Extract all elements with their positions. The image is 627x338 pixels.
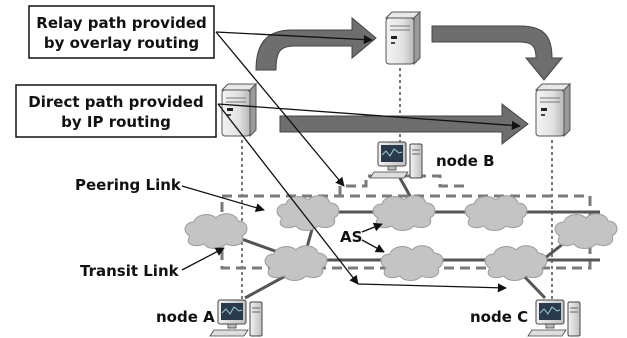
node-c-computer-icon — [527, 299, 581, 337]
node-a-label: node A — [156, 308, 215, 326]
relay-path-arrow-up — [255, 16, 377, 71]
destination-server-icon — [535, 83, 571, 137]
direct-path-arrow — [279, 102, 529, 146]
peering-link-label: Peering Link — [75, 176, 182, 194]
relay-path-callout-box — [28, 5, 215, 59]
relay-path-callout-line1: Relay path provided — [36, 14, 206, 32]
direct-path-callout-line2: by IP routing — [61, 113, 171, 131]
node-a-computer-icon — [209, 299, 263, 337]
relay-path-callout-line2: by overlay routing — [44, 34, 199, 52]
as-label: AS — [340, 228, 362, 246]
node-b-label: node B — [436, 152, 495, 170]
node-b-computer-icon — [369, 141, 423, 179]
node-c-label: node C — [470, 308, 528, 326]
relay-server-icon — [385, 11, 421, 65]
transit-link-label: Transit Link — [80, 262, 180, 280]
direct-path-callout-line1: Direct path provided — [28, 93, 203, 111]
pointer-lines — [181, 31, 521, 293]
relay-path-arrow-down — [431, 25, 564, 81]
source-server-icon — [221, 83, 257, 137]
vertical-dotted-lines — [241, 68, 553, 300]
direct-path-callout-box — [15, 84, 217, 138]
